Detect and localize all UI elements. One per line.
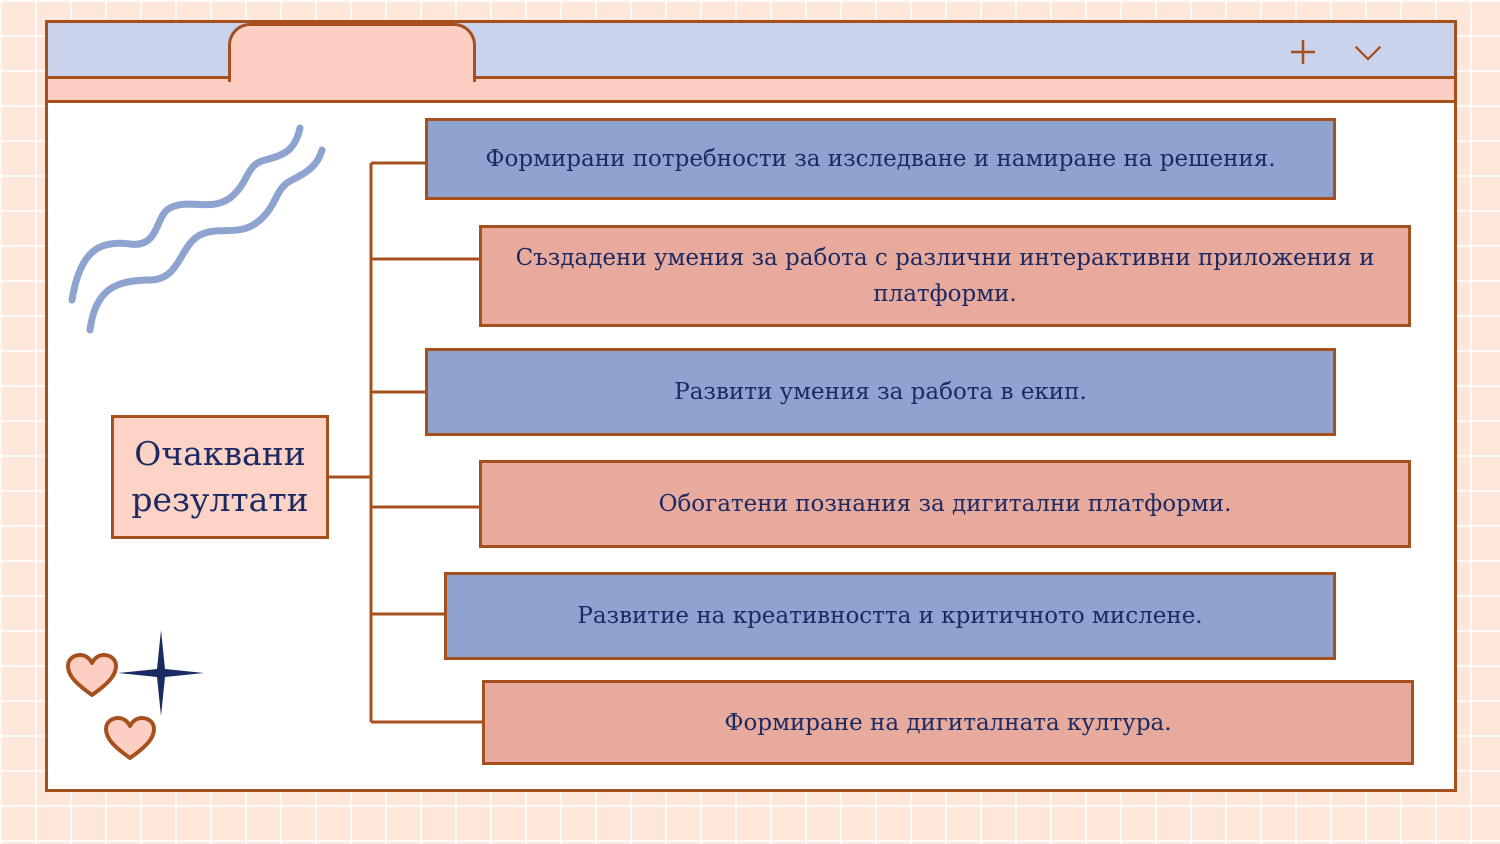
chevron-down-icon[interactable] <box>1353 37 1383 67</box>
wavy-lines-icon <box>68 124 326 334</box>
outcome-box-2: Създадени умения за работа с различни ин… <box>479 225 1411 327</box>
outcome-box-4: Обогатени познания за дигитални платформ… <box>479 460 1411 548</box>
plus-icon[interactable] <box>1288 37 1318 67</box>
outcome-box-5: Развитие на креативността и критичното м… <box>444 572 1336 660</box>
sparkle-star-icon <box>118 630 204 716</box>
heart-icon <box>104 716 156 760</box>
browser-tab[interactable] <box>228 23 476 82</box>
heart-icon <box>66 653 118 697</box>
outcome-box-3: Развити умения за работа в екип. <box>425 348 1336 436</box>
outcome-box-1: Формирани потребности за изследване и на… <box>425 118 1336 200</box>
window-address-bar <box>48 79 1454 103</box>
center-node: Очаквани резултати <box>111 415 329 539</box>
outcome-box-6: Формиране на дигиталната култура. <box>482 680 1414 765</box>
